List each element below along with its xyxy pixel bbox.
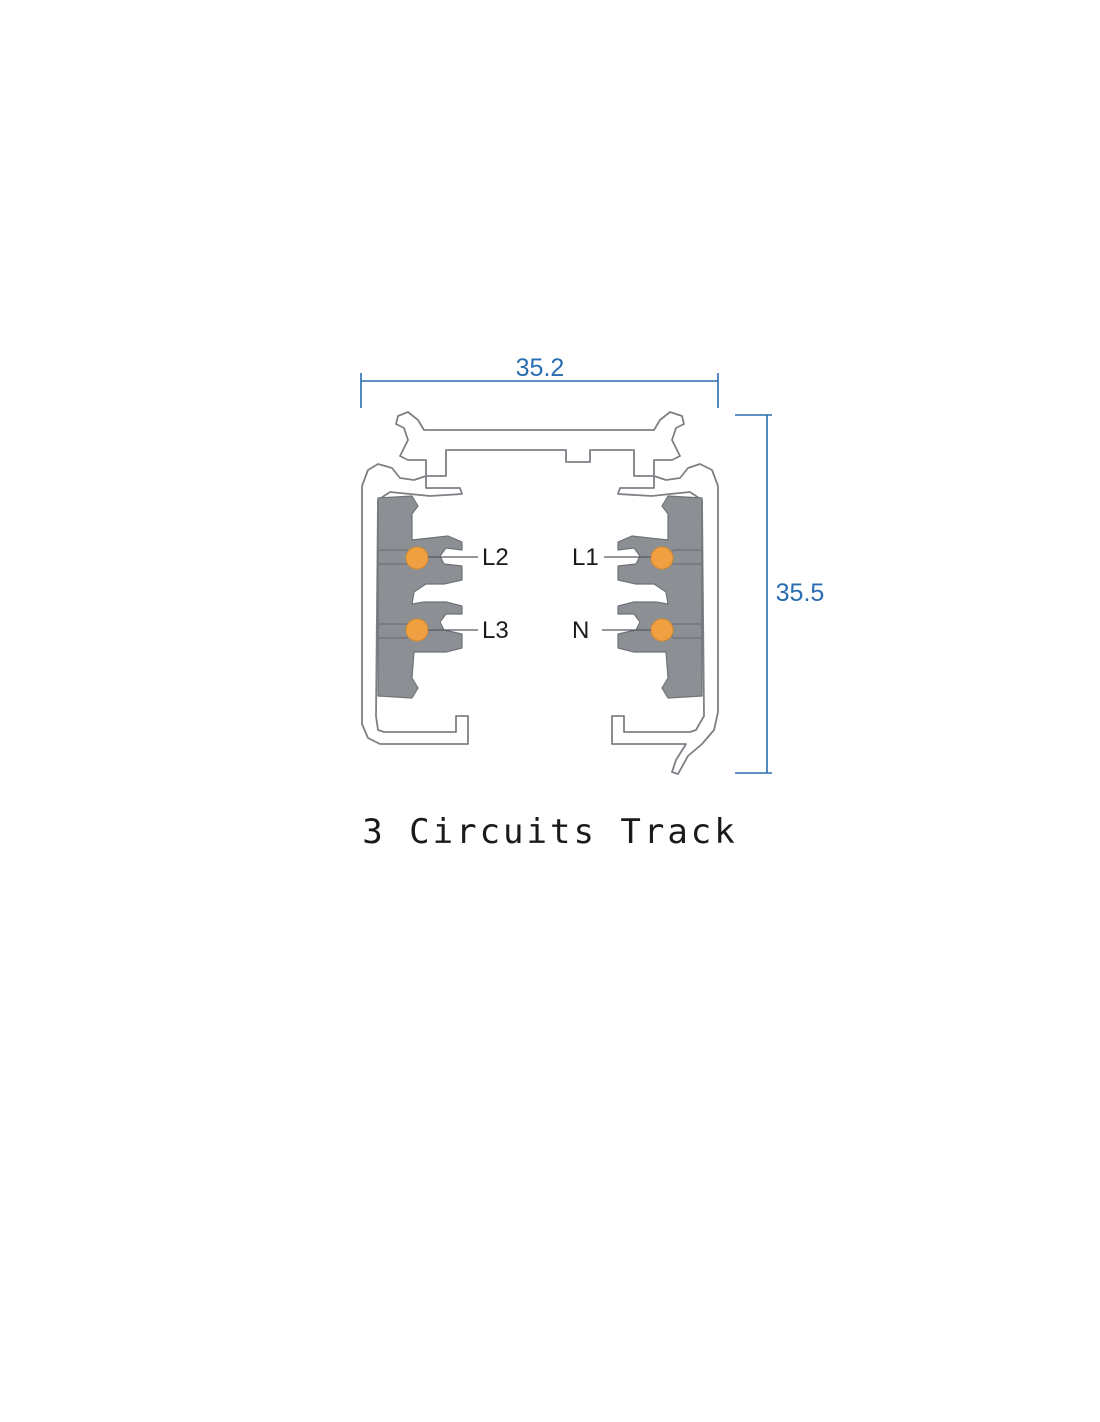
conductor-n: [650, 618, 674, 642]
conductor-l2: [405, 546, 429, 570]
diagram-caption: 3 Circuits Track: [362, 812, 738, 852]
width-label: 35.2: [516, 354, 565, 382]
label-n: N: [572, 617, 589, 644]
label-l3: L3: [482, 617, 509, 644]
left-insulator: [377, 495, 463, 699]
width-dimension: [360, 373, 719, 408]
height-label: 35.5: [776, 579, 825, 607]
conductors: [405, 546, 674, 642]
right-wall: [611, 463, 719, 775]
track-outline: [361, 411, 719, 775]
leader-lines: [428, 556, 651, 631]
right-insulator: [617, 495, 703, 699]
label-l1: L1: [572, 544, 599, 571]
conductor-l3: [405, 618, 429, 642]
top-mounting-bar: [395, 411, 685, 477]
height-dimension: [735, 414, 772, 774]
label-l2: L2: [482, 544, 509, 571]
left-wall: [361, 463, 469, 745]
conductor-l1: [650, 546, 674, 570]
